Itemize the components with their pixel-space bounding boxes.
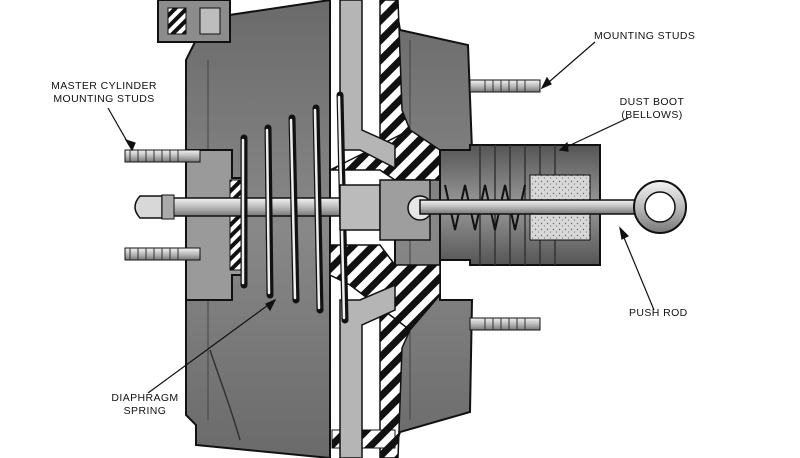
valve-spring: [444, 184, 526, 231]
push-rod-label: PUSH ROD: [629, 307, 688, 319]
leader-lines: [107, 41, 655, 394]
reaction-disc: [339, 179, 433, 241]
master-cylinder-mounting-studs: [124, 149, 201, 261]
dust-boot-label-line2: (BELLOWS): [621, 109, 683, 121]
diaphragm-spring-label: DIAPHRAGM SPRING: [100, 392, 190, 418]
dust-boot-label-line1: DUST BOOT: [619, 96, 685, 108]
mounting-studs-label: MOUNTING STUDS: [594, 30, 696, 42]
diaphragm-spring-label-line2: SPRING: [123, 405, 167, 417]
master-cylinder-studs-label-line2: MOUNTING STUDS: [53, 93, 155, 105]
master-cylinder-studs-label: MASTER CYLINDER MOUNTING STUDS: [49, 80, 159, 106]
front-shell: [185, 0, 331, 458]
master-cylinder-studs-label-line1: MASTER CYLINDER: [51, 80, 157, 92]
check-valve-fitting: [157, 0, 231, 43]
dust-boot-label: DUST BOOT (BELLOWS): [612, 96, 692, 122]
diaphragm-spring-label-line1: DIAPHRAGM: [111, 392, 179, 404]
mounting-studs: [469, 79, 541, 331]
output-rod: [134, 194, 346, 220]
push-rod: [419, 180, 687, 234]
